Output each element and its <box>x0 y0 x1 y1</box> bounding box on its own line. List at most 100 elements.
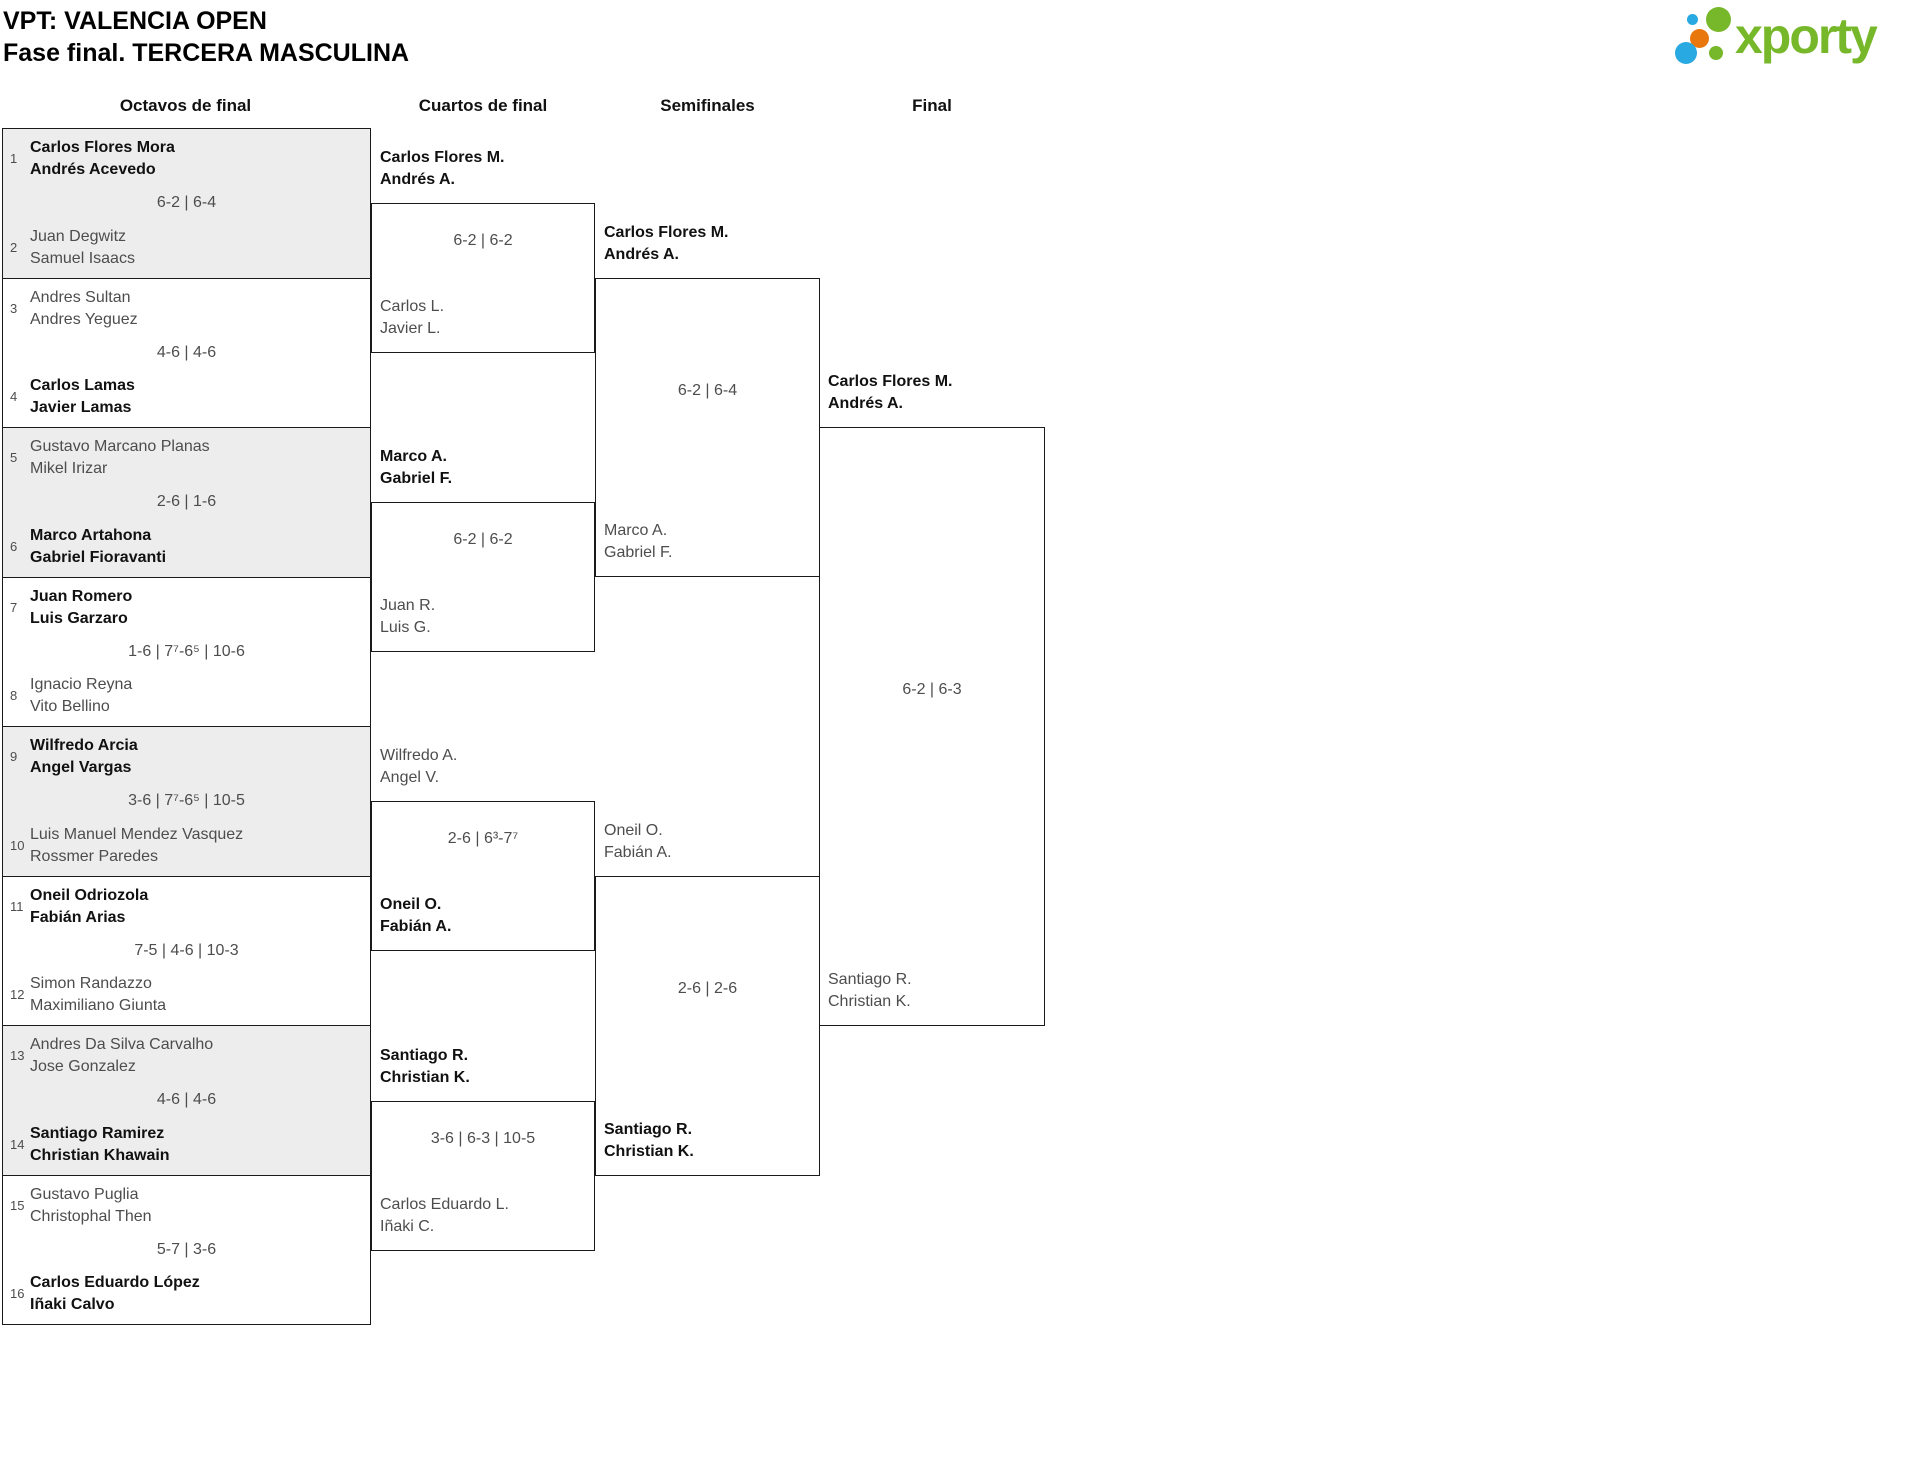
player-name: Santiago R. <box>380 1047 469 1064</box>
team-entry: 9 Wilfredo Arcia Angel Vargas <box>3 735 370 779</box>
team-entry: 3 Andres Sultan Andres Yeguez <box>3 287 370 331</box>
phase-name: Fase final. TERCERA MASCULINA <box>3 39 410 67</box>
player-name: Marco A. <box>604 522 668 539</box>
cuartos-match-1: Carlos Flores M. Andrés A. 6-2 | 6-2 Car… <box>371 149 595 353</box>
player-name: Carlos Eduardo López <box>30 1274 200 1291</box>
logo-dot-icon <box>1675 42 1697 64</box>
team-entry: Carlos L. Javier L. <box>380 296 444 340</box>
team-entry: 1 Carlos Flores Mora Andrés Acevedo <box>3 137 370 181</box>
player-name: Wilfredo A. <box>380 747 458 764</box>
player-name: Christian Khawain <box>30 1146 170 1164</box>
player-name: Oneil Odriozola <box>30 886 149 904</box>
match-score: 6-2 | 6-2 <box>453 232 513 249</box>
logo-dot-icon <box>1690 29 1709 48</box>
player-name: Gabriel F. <box>380 470 453 487</box>
player-name: Carlos Eduardo L. <box>380 1196 509 1213</box>
seed-number: 1 <box>10 151 18 166</box>
team-entry: 13 Andres Da Silva Carvalho Jose Gonzale… <box>3 1034 370 1078</box>
seed-number: 10 <box>10 837 25 853</box>
octavos-column: 1 Carlos Flores Mora Andrés Acevedo 6-2 … <box>2 128 371 1325</box>
player-name: Rossmer Paredes <box>30 847 159 865</box>
player-name: Andrés Acevedo <box>30 161 156 178</box>
match-score: 1-6 | 7⁷-6⁵ | 10-6 <box>128 642 245 660</box>
match-score: 3-6 | 7⁷-6⁵ | 10-5 <box>128 792 245 810</box>
match-score: 6-2 | 6-3 <box>902 680 962 698</box>
octavos-match-8: 15 Gustavo Puglia Christophal Then 5-7 |… <box>3 1174 370 1325</box>
team-entry: Santiago R. Christian K. <box>828 969 912 1013</box>
team-entry: Marco A. Gabriel F. <box>604 520 672 564</box>
player-name: Santiago Ramirez <box>30 1124 165 1142</box>
match-score: 3-6 | 6-3 | 10-5 <box>430 1130 536 1147</box>
match-score: 6-2 | 6-4 <box>677 381 738 399</box>
player-name: Oneil O. <box>380 896 442 913</box>
player-name: Carlos Flores M. <box>380 149 505 166</box>
round-header-octavos: Octavos de final <box>119 96 252 115</box>
team-entry: 15 Gustavo Puglia Christophal Then <box>3 1184 370 1228</box>
player-name: Marco Artahona <box>30 526 152 544</box>
octavos-match-2: 3 Andres Sultan Andres Yeguez 4-6 | 4-6 … <box>3 277 370 428</box>
team-entry: Marco A. Gabriel F. <box>380 446 452 490</box>
player-name: Vito Bellino <box>30 698 110 715</box>
player-name: Oneil O. <box>604 822 663 839</box>
team-entry: 4 Carlos Lamas Javier Lamas <box>3 375 370 419</box>
seed-number: 11 <box>10 898 24 914</box>
logo-wordmark: xporty <box>1735 8 1878 64</box>
player-name: Juan Romero <box>30 587 133 605</box>
match-score: 2-6 | 1-6 <box>156 493 217 511</box>
player-name: Ignacio Reyna <box>30 676 133 693</box>
player-name: Fabián A. <box>380 918 452 935</box>
player-name: Christophal Then <box>30 1207 152 1225</box>
player-name: Carlos Flores Mora <box>30 139 175 156</box>
logo-dot-icon <box>1706 7 1731 32</box>
player-name: Carlos Lamas <box>30 377 135 394</box>
player-name: Santiago R. <box>828 971 912 988</box>
player-name: Fabián A. <box>604 844 672 861</box>
round-header-final: Final <box>912 96 952 115</box>
team-entry: Carlos Flores M. Andrés A. <box>604 222 728 266</box>
seed-number: 13 <box>10 1048 25 1063</box>
match-score: 2-6 | 2-6 <box>677 980 738 997</box>
match-score: 2-6 | 6³-7⁷ <box>447 830 519 847</box>
player-name: Javier Lamas <box>30 399 132 416</box>
seed-number: 3 <box>10 300 18 316</box>
seed-number: 15 <box>10 1197 25 1213</box>
octavos-match-3: 5 Gustavo Marcano Planas Mikel Irizar 2-… <box>3 427 370 577</box>
seed-number: 4 <box>10 389 18 404</box>
player-name: Andres Yeguez <box>30 310 138 328</box>
player-name: Gabriel F. <box>604 544 673 561</box>
player-name: Andrés A. <box>380 171 455 188</box>
team-entry: Juan R. Luis G. <box>380 595 435 639</box>
semifinal-match-2: Oneil O. Fabián A. 2-6 | 2-6 Santiago R.… <box>595 822 820 1176</box>
logo-dot-icon <box>1687 14 1698 25</box>
player-name: Luis Garzaro <box>30 609 128 627</box>
player-name: Iñaki Calvo <box>30 1296 115 1313</box>
player-name: Gustavo Marcano Planas <box>30 438 210 455</box>
seed-number: 16 <box>10 1286 25 1301</box>
player-name: Mikel Irizar <box>30 460 108 477</box>
cuartos-match-4: Santiago R. Christian K. 3-6 | 6-3 | 10-… <box>371 1047 595 1251</box>
player-name: Gabriel Fioravanti <box>30 548 167 566</box>
team-entry: 11 Oneil Odriozola Fabián Arias <box>3 885 370 929</box>
match-score: 7-5 | 4-6 | 10-3 <box>134 941 239 959</box>
match-score: 6-2 | 6-2 <box>453 531 513 548</box>
player-name: Luis G. <box>380 619 431 636</box>
team-entry: Wilfredo A. Angel V. <box>380 745 457 789</box>
seed-number: 7 <box>10 599 18 615</box>
player-name: Santiago R. <box>604 1121 693 1138</box>
player-name: Marco A. <box>380 448 447 465</box>
octavos-match-5: 9 Wilfredo Arcia Angel Vargas 3-6 | 7⁷-6… <box>3 726 370 876</box>
logo-dot-icon <box>1709 46 1723 60</box>
seed-number: 12 <box>10 987 25 1002</box>
final-match: Carlos Flores M. Andrés A. 6-2 | 6-3 San… <box>819 373 1045 1026</box>
team-entry: 5 Gustavo Marcano Planas Mikel Irizar <box>3 436 370 480</box>
player-name: Andres Sultan <box>30 288 131 306</box>
player-name: Andres Da Silva Carvalho <box>30 1036 214 1053</box>
match-score: 4-6 | 4-6 <box>156 1091 217 1109</box>
player-name: Carlos L. <box>380 298 445 315</box>
team-entry: 7 Juan Romero Luis Garzaro <box>3 586 370 630</box>
tournament-name: VPT: VALENCIA OPEN <box>3 7 267 35</box>
team-entry: 12 Simon Randazzo Maximiliano Giunta <box>3 973 370 1017</box>
team-entry: Carlos Flores M. Andrés A. <box>828 371 952 415</box>
xporty-logo[interactable]: xporty <box>1675 4 1900 70</box>
